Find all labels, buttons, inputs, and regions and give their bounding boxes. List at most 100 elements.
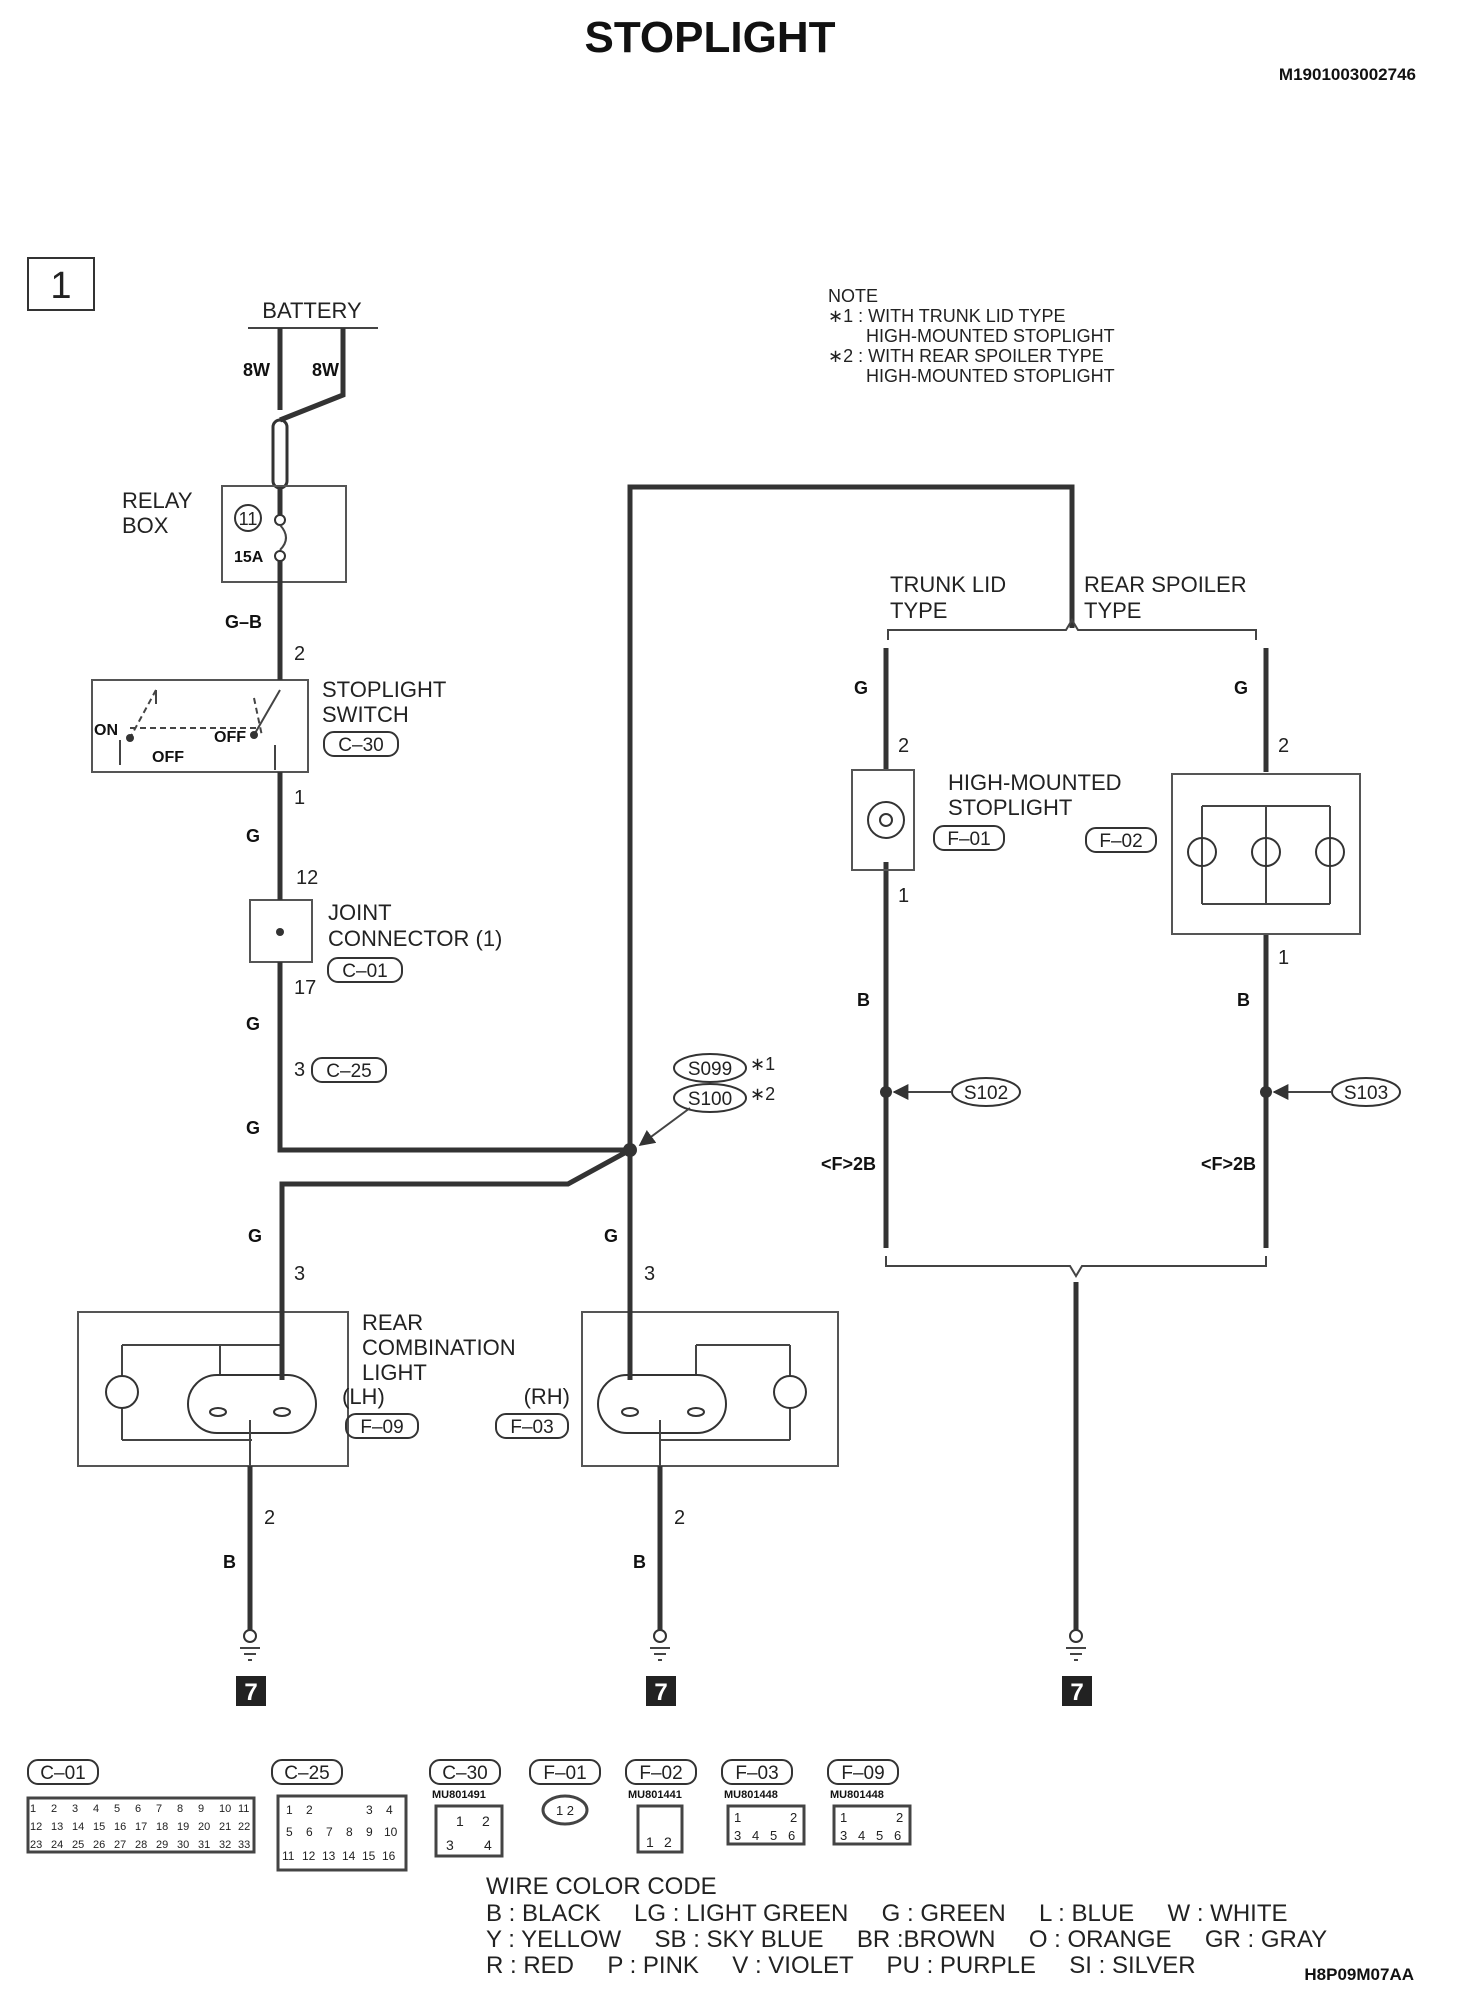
svg-text:31: 31 [198, 1839, 210, 1851]
svg-text:4: 4 [386, 1803, 393, 1817]
svg-text:1: 1 [30, 1803, 36, 1815]
wire-color-line-3: R : RED P : PINK V : VIOLET PU : PURPLE … [486, 1952, 1196, 1979]
svg-text:12: 12 [30, 1821, 42, 1833]
note-line-2: HIGH-MOUNTED STOPLIGHT [866, 326, 1115, 346]
trunk-lid-type-2: TYPE [890, 598, 947, 623]
relay-box-outline [221, 485, 347, 583]
splice-s099: S099 [688, 1059, 732, 1080]
wire-color-code: WIRE COLOR CODE B : BLACK LG : LIGHT GRE… [486, 1873, 1327, 1979]
connector-f02-label: F–02 [1099, 831, 1142, 852]
wire-f2b-spoiler: <F>2B [1201, 1154, 1256, 1174]
trunk-lid-type-1: TRUNK LID [890, 572, 1006, 597]
page-title: STOPLIGHT [585, 13, 836, 62]
cv-f03-pin-1: 1 [734, 1810, 741, 1825]
svg-text:18: 18 [156, 1821, 168, 1833]
cv-f09-pin-1: 1 [840, 1810, 847, 1825]
high-mounted-stoplight-spoiler: F–02 [1085, 773, 1361, 935]
svg-text:15: 15 [93, 1821, 105, 1833]
pin-1-f01: 1 [898, 885, 909, 907]
fuse-rating: 15A [234, 549, 264, 566]
wire-gb: G–B [225, 612, 262, 632]
connector-c01-label: C–01 [342, 961, 387, 982]
cv-f02-pin-1: 1 [646, 1834, 654, 1850]
connector-c30-label-box [323, 731, 399, 757]
connector-c25-label: C–25 [326, 1061, 371, 1082]
high-mounted-label-1: HIGH-MOUNTED [948, 770, 1122, 795]
svg-text:2: 2 [51, 1803, 57, 1815]
rear-combination-light-lh [77, 1311, 349, 1467]
cv-f09-label: F–09 [841, 1763, 884, 1784]
cv-f03-pin-6: 6 [788, 1828, 795, 1843]
cv-f03-pin-2: 2 [790, 1810, 797, 1825]
rear-combination-light-rh [581, 1300, 839, 1467]
rcl-label-1: REAR [362, 1310, 423, 1335]
note-line-1: ∗1 : WITH TRUNK LID TYPE [828, 306, 1065, 326]
splice-s099-mark: ∗1 [750, 1054, 775, 1074]
svg-text:4: 4 [93, 1803, 99, 1815]
svg-text:10: 10 [219, 1803, 231, 1815]
wire-b-lh: B [223, 1552, 236, 1572]
cv-c25-pins: 1 2 3 4 5 6 7 8 9 10 11 12 13 14 15 16 [282, 1803, 398, 1863]
svg-text:1: 1 [286, 1803, 293, 1817]
switch-label-2: SWITCH [322, 702, 409, 727]
relay-box-label-2: BOX [122, 513, 169, 538]
ground-lh: 7 [236, 1629, 266, 1706]
page-number: 1 [50, 265, 71, 307]
switch-on: ON [94, 722, 118, 739]
wire-b-spoiler: B [1237, 990, 1250, 1010]
cv-f01-pins: 1 2 [556, 1803, 574, 1818]
cv-f03-part: MU801448 [724, 1789, 778, 1801]
cv-f02-pin-2: 2 [664, 1834, 672, 1850]
rcl-label-2: COMBINATION [362, 1335, 516, 1360]
cv-c30-pin-4: 4 [484, 1837, 492, 1853]
cv-f09-pin-5: 5 [876, 1828, 883, 1843]
svg-text:5: 5 [114, 1803, 120, 1815]
svg-text:16: 16 [382, 1849, 396, 1863]
connector-f03-label: F–03 [510, 1417, 553, 1438]
battery: BATTERY 8W 8W [243, 298, 378, 490]
wire-8w-left: 8W [243, 360, 270, 380]
svg-text:33: 33 [238, 1839, 250, 1851]
wire-g-1: G [246, 826, 260, 846]
svg-text:21: 21 [219, 1821, 231, 1833]
svg-text:12: 12 [302, 1849, 316, 1863]
splice-s103: S103 [1344, 1083, 1388, 1104]
high-mounted-label-2: STOPLIGHT [948, 795, 1072, 820]
switch-outline [91, 679, 309, 773]
ground-number-high: 7 [1070, 1679, 1083, 1706]
pin-12: 12 [296, 867, 318, 889]
splice-s100: S100 [688, 1089, 732, 1110]
wire-color-heading: WIRE COLOR CODE [486, 1873, 717, 1900]
page-number-box [27, 257, 95, 311]
svg-text:23: 23 [30, 1839, 42, 1851]
cv-f09-pin-6: 6 [894, 1828, 901, 1843]
wire-g-lh: G [248, 1226, 262, 1246]
cv-c30-part: MU801491 [432, 1789, 486, 1801]
svg-text:3: 3 [72, 1803, 78, 1815]
svg-text:7: 7 [156, 1803, 162, 1815]
top-type-brace [887, 618, 1257, 640]
wire-8w-right: 8W [312, 360, 339, 380]
joint-connector: JOINT CONNECTOR (1) C–01 [249, 899, 502, 983]
rear-spoiler-type-2: TYPE [1084, 598, 1141, 623]
svg-text:14: 14 [72, 1821, 84, 1833]
rcl-label-3: LIGHT [362, 1360, 427, 1385]
ground-number-lh: 7 [244, 1679, 257, 1706]
cv-c01-label: C–01 [40, 1763, 85, 1784]
note-block: NOTE ∗1 : WITH TRUNK LID TYPE HIGH-MOUNT… [828, 286, 1115, 386]
cv-f03-label: F–03 [735, 1763, 778, 1784]
wire-b-rh: B [633, 1552, 646, 1572]
svg-text:6: 6 [306, 1825, 313, 1839]
cv-c25-label: C–25 [284, 1763, 329, 1784]
stoplight-switch: STOPLIGHT SWITCH C–30 ON OFF OFF [91, 677, 446, 773]
pin-1-f02: 1 [1278, 947, 1289, 969]
connector-views: C–01 1 2 3 4 5 6 7 8 9 10 11 12 13 14 15… [26, 1759, 912, 1872]
wire-g-trunk: G [854, 678, 868, 698]
connector-c30-label: C–30 [338, 735, 383, 756]
svg-text:29: 29 [156, 1839, 168, 1851]
svg-text:14: 14 [342, 1849, 356, 1863]
rear-spoiler-type-1: REAR SPOILER [1084, 572, 1247, 597]
note-heading: NOTE [828, 286, 878, 306]
ground-rh: 7 [646, 1629, 676, 1706]
pin-2-f01: 2 [898, 735, 909, 757]
